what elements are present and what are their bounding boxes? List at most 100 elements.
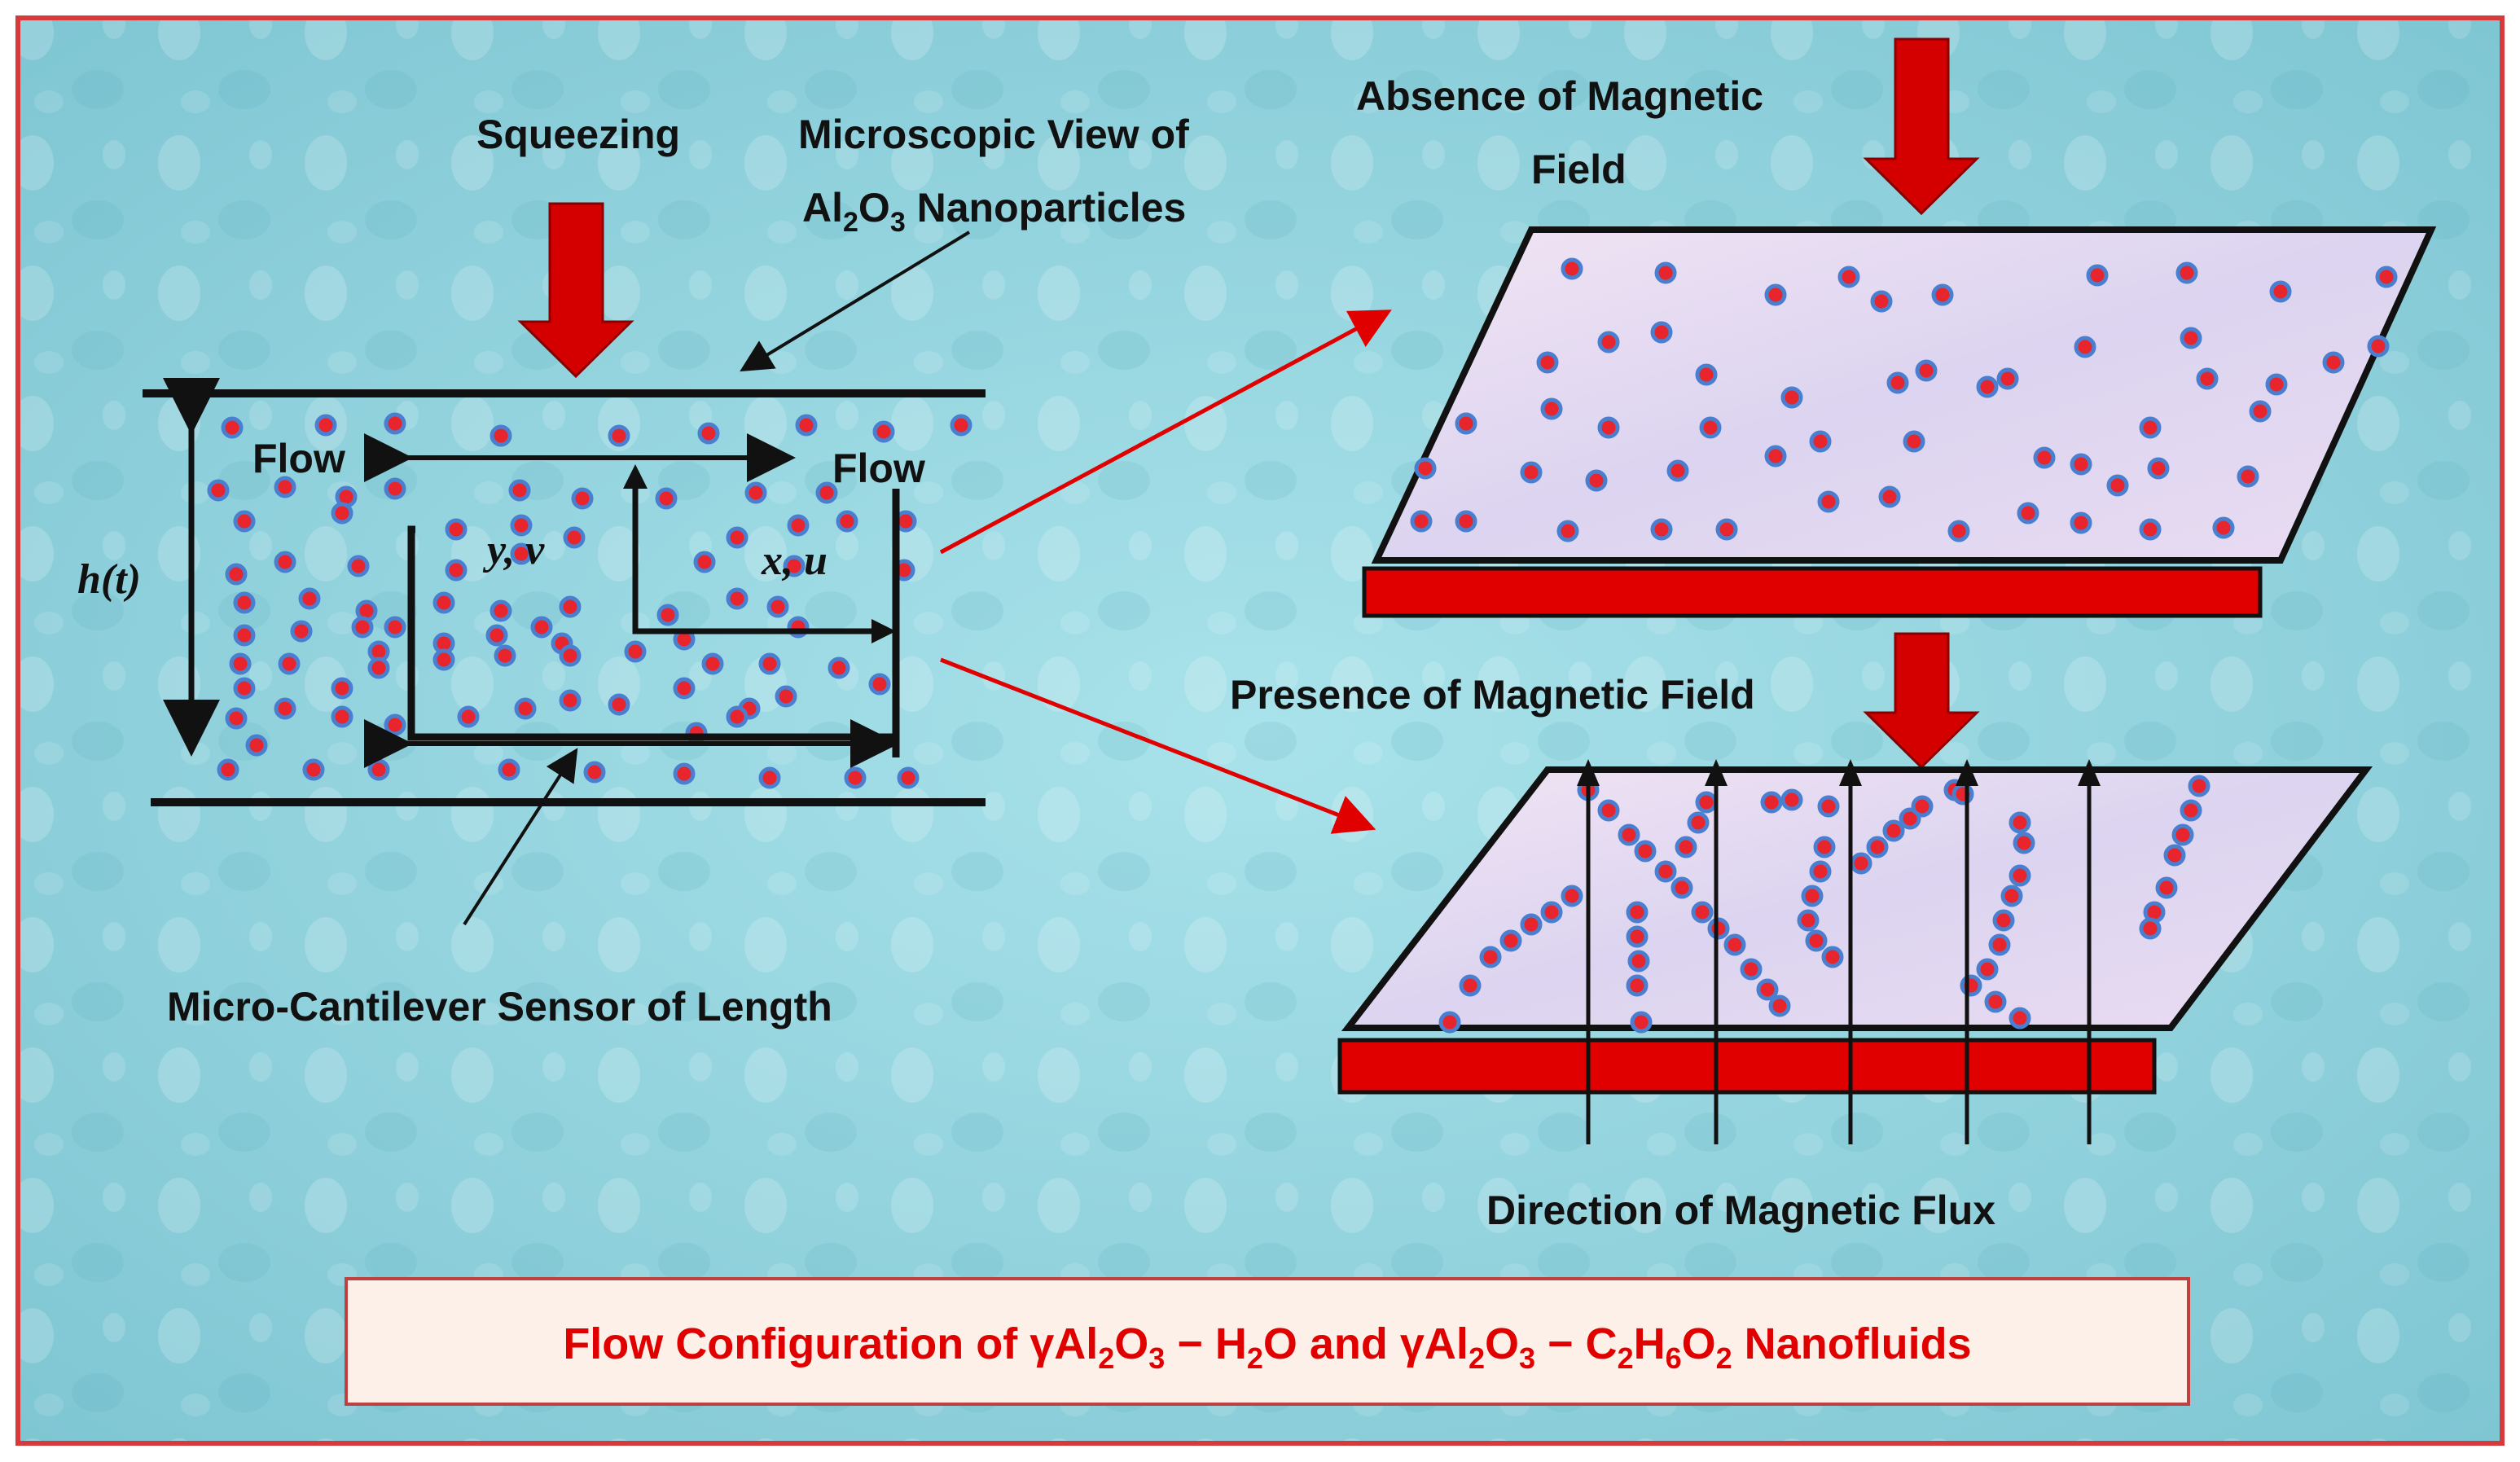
nanoparticle	[673, 677, 696, 700]
nanoparticle	[2017, 502, 2039, 525]
nanoparticle	[2188, 775, 2210, 797]
nanoparticle	[1903, 430, 1925, 453]
nanoparticle	[1813, 836, 1836, 858]
nanoparticle	[510, 542, 533, 565]
nanoparticle	[2212, 516, 2235, 539]
nanoparticle	[225, 707, 248, 730]
x-u-label: x, u	[761, 538, 828, 584]
outer-frame	[15, 15, 2505, 1446]
left-channel: Squeezing Microscopic View of Al2O3 Nano…	[77, 112, 1189, 1030]
nanoparticle	[1976, 958, 1999, 981]
nanoparticle	[2009, 864, 2031, 887]
nanoparticle	[367, 656, 390, 679]
nanoparticle	[367, 758, 390, 781]
nanoparticle	[2139, 917, 2162, 940]
flux-arrowhead	[1577, 759, 1600, 786]
nanoparticle	[1760, 791, 1783, 814]
nanoparticle	[783, 555, 806, 577]
flux-arrowhead	[1956, 759, 1978, 786]
nanoparticle	[1499, 929, 1522, 952]
nanoparticle	[457, 705, 480, 728]
nanoparticle	[815, 481, 838, 504]
nanoparticle	[1780, 788, 1803, 811]
nanoparticle	[795, 414, 818, 437]
nanoparticle	[950, 414, 972, 437]
coordinate-axes	[632, 472, 880, 634]
flux-arrowhead	[2078, 759, 2101, 786]
nanoparticle	[1821, 946, 1844, 968]
nanoparticle	[490, 424, 512, 447]
nanoparticle	[2009, 811, 2031, 834]
nanoparticle	[1882, 819, 1905, 842]
nanoparticle	[1695, 791, 1718, 814]
presence-particles	[1438, 775, 2210, 1034]
nanoparticle	[1809, 430, 1832, 453]
nanoparticle	[559, 689, 582, 712]
nanoparticle	[2180, 799, 2202, 822]
nanoparticle	[583, 761, 606, 784]
nanoparticle	[897, 766, 920, 789]
nanoparticle	[1585, 469, 1608, 492]
nanoparticle	[1931, 283, 1954, 306]
nanoparticle	[1626, 901, 1649, 924]
nanoparticle	[2013, 832, 2035, 854]
nanoparticle	[2171, 823, 2194, 846]
nanoparticle	[758, 766, 781, 789]
nanoparticle	[1666, 459, 1689, 482]
nanoparticle	[1455, 412, 1477, 435]
nanoparticle	[697, 422, 720, 445]
nanoparticle	[2249, 400, 2272, 423]
nanoparticle	[1455, 510, 1477, 533]
nanoparticle	[726, 587, 749, 610]
nanoparticle	[1996, 367, 2019, 390]
nanoparticle	[274, 551, 296, 573]
nanoparticle	[2175, 261, 2198, 284]
absence-down-arrow	[1863, 37, 1980, 216]
nanoparticle	[1915, 359, 1938, 382]
nanoparticle	[514, 697, 537, 720]
y-axis-head	[623, 464, 648, 489]
nanoparticle	[225, 563, 248, 586]
nanoparticle	[384, 477, 406, 500]
nanoparticle	[1630, 1011, 1653, 1034]
nanoparticle	[2237, 465, 2259, 488]
nanoparticle	[221, 416, 244, 439]
nanoparticle	[2265, 373, 2288, 396]
cantilever-pointer	[463, 748, 578, 926]
nanoparticle	[384, 412, 406, 435]
micro-view-label-line2: Al2O3 Nanoparticles	[802, 185, 1186, 238]
nanoparticle	[1951, 783, 1974, 806]
nanoparticle	[1707, 917, 1730, 940]
nanoparticle	[1764, 445, 1787, 468]
nanoparticle	[1699, 416, 1722, 439]
nanoparticle	[1768, 994, 1791, 1017]
nanoparticle	[1626, 925, 1649, 948]
nanoparticle	[1520, 461, 1543, 484]
nanoparticle	[207, 479, 230, 502]
nanoparticle	[787, 514, 810, 537]
nanoparticle	[278, 652, 301, 675]
nanoparticle	[726, 526, 749, 549]
nanoparticle	[1947, 520, 1970, 542]
nanoparticle	[274, 476, 296, 498]
nanoparticle	[1597, 799, 1620, 822]
nanoparticle	[233, 624, 256, 647]
presence-panel: Presence of Magnetic Field Direction of …	[1230, 632, 2373, 1233]
nanoparticle	[1764, 283, 1787, 306]
nanoparticle	[384, 713, 406, 736]
nanoparticle	[2196, 367, 2219, 390]
absence-particles	[1410, 257, 2398, 542]
nanoparticle	[2009, 1007, 2031, 1030]
nanoparticle	[775, 685, 797, 708]
x-axis-head	[871, 619, 896, 643]
nanoparticle	[766, 595, 789, 618]
nanoparticle	[868, 673, 891, 696]
presence-base-bar	[1337, 1038, 2157, 1095]
nanoparticle	[432, 648, 455, 671]
nanoparticle	[2269, 280, 2292, 303]
nanoparticle	[1797, 909, 1820, 932]
presence-down-arrow	[1863, 632, 1980, 770]
nanoparticle	[2322, 351, 2345, 374]
nanoparticle	[2070, 453, 2092, 476]
nanoparticle	[2367, 335, 2390, 358]
